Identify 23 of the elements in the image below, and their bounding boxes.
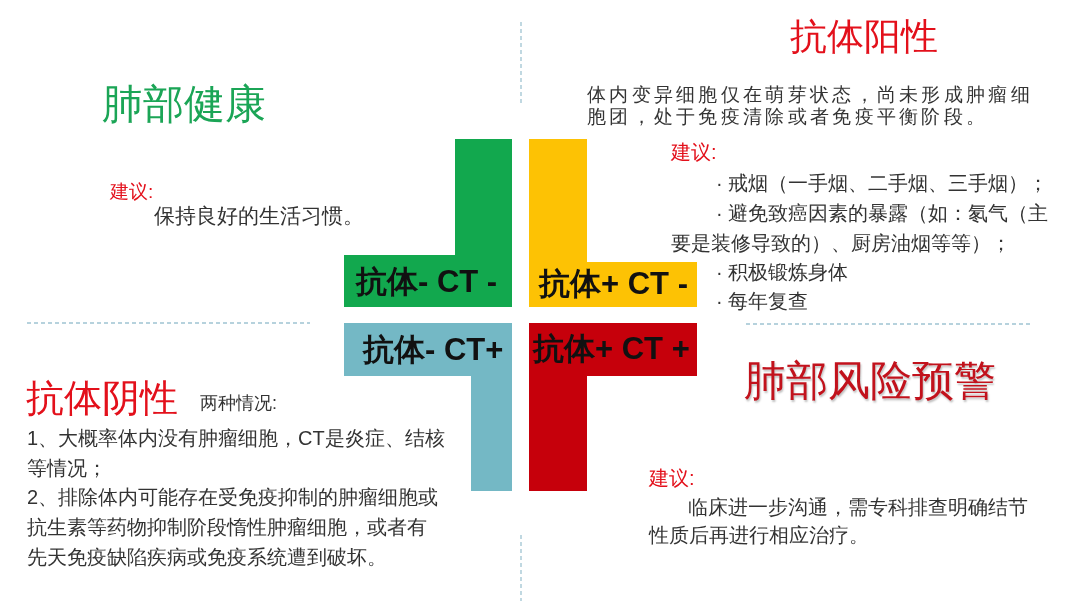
advice-label: 建议: [649,466,695,490]
case-intro: 两种情况: [200,392,277,414]
bullet-item: · 每年复查 [715,289,810,314]
bullet-item: · 避免致癌因素的暴露（如：氡气（主要是装修导致的）、厨房油烟等等）； [671,201,1050,256]
block-label: 抗体- CT - [356,264,498,300]
advice-label: 建议: [671,140,717,164]
block-label: 抗体+ CT + [533,331,690,367]
quadrant-heading: 肺部风险预警 [744,356,996,406]
bullet-item: · 戒烟（一手烟、二手烟、三手烟）； [715,171,1050,196]
advice-text: 临床进一步沟通，需专科排查明确结节性质后再进行相应治疗。 [649,495,1029,548]
case-item: 2、排除体内可能存在受免疫抑制的肿瘤细胞或抗生素等药物抑制阶段惰性肿瘤细胞，或者有先天免疫缺陷疾病或免疫系统遭到破坏。 [27,485,440,570]
advice-label: 建议: [110,180,154,203]
quadrant-heading: 抗体阴性 [26,376,178,421]
case-item: 1、大概率体内没有肿瘤细胞，CT是炎症、结核等情况； [27,426,446,481]
description-text: 体内变异细胞仅在萌芽状态，尚未形成肿瘤细胞团，处于免疫清除或者免疫平衡阶段。 [587,83,1034,127]
l-shaped-block [529,323,697,491]
quadrant-heading: 抗体阳性 [790,15,938,59]
advice-text: 保持良好的生活习惯。 [154,203,364,228]
quadrant-heading: 肺部健康 [102,80,266,129]
l-shaped-block [344,139,512,307]
block-label: 抗体+ CT - [539,266,688,302]
bullet-item: · 积极锻炼身体 [715,260,850,285]
block-label: 抗体- CT+ [363,332,504,368]
